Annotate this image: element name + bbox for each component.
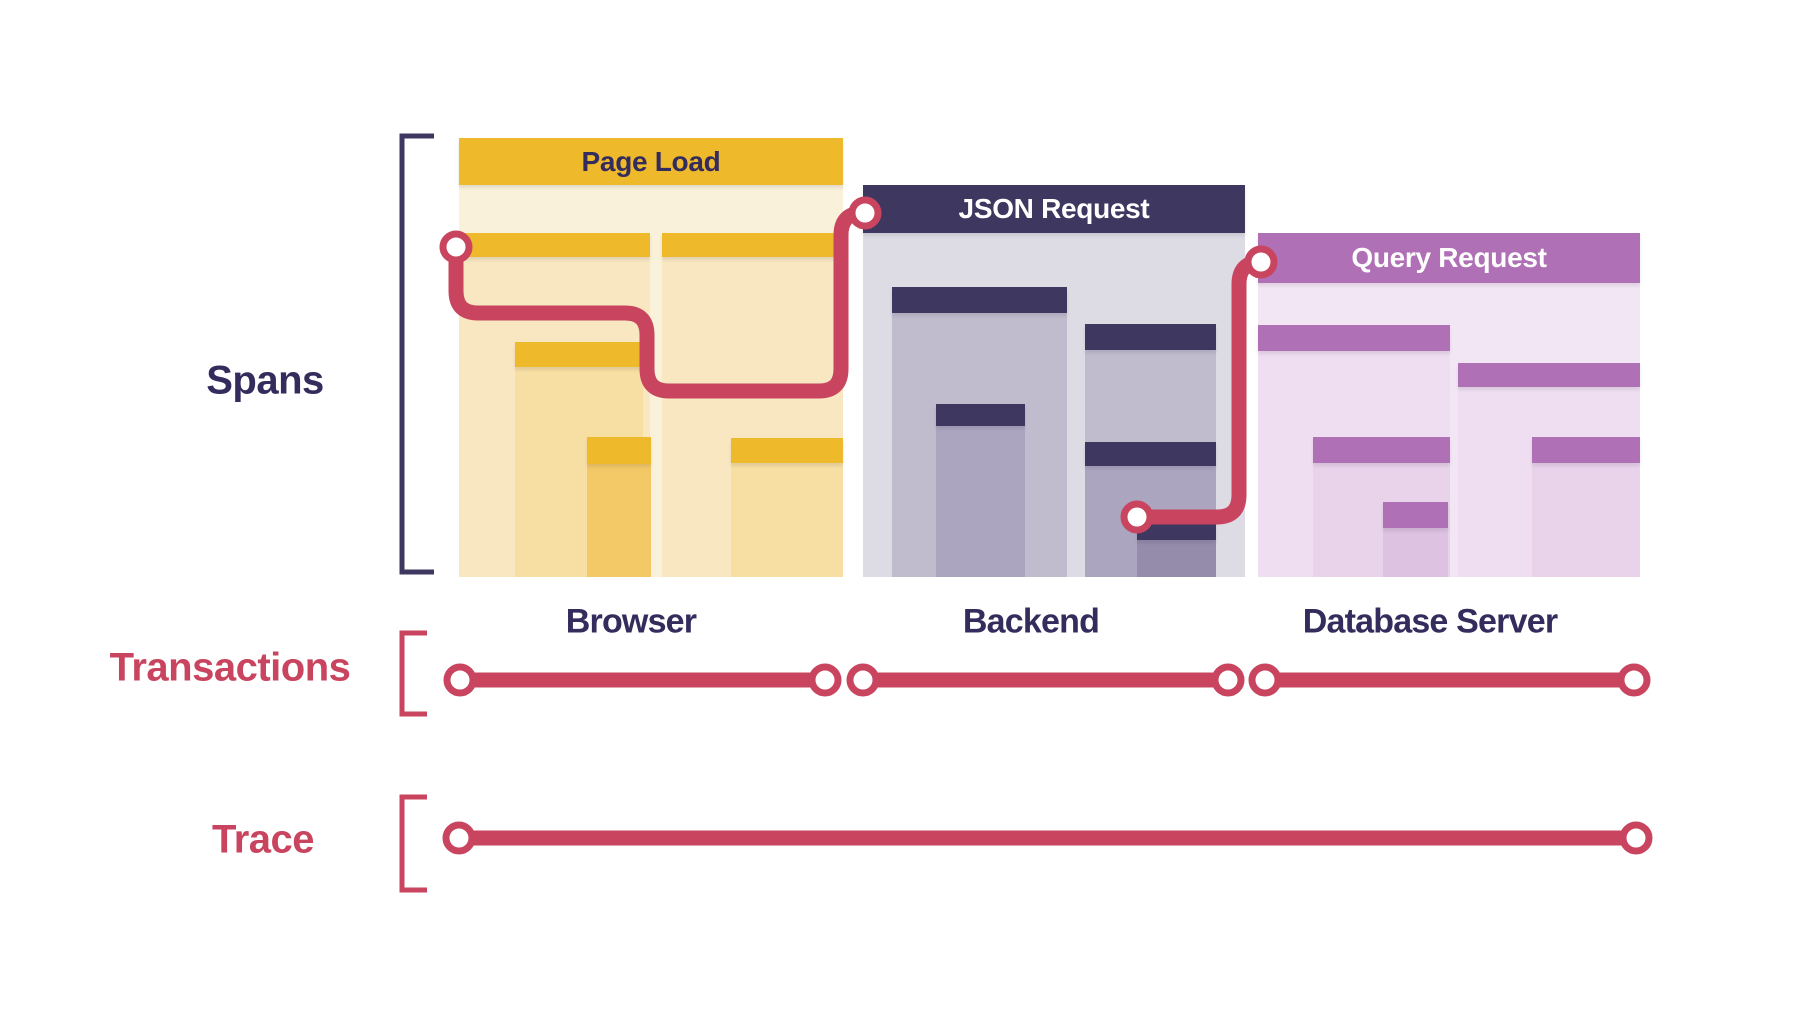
browser-child-span <box>731 438 843 577</box>
query-request-title: Query Request <box>1351 242 1547 273</box>
database-span-header <box>1258 325 1450 351</box>
page-load-start-dot <box>439 230 473 264</box>
backend-child-span <box>936 404 1025 577</box>
transaction-endpoint-dot <box>443 663 477 697</box>
backend-span-header <box>1085 324 1216 350</box>
transaction-endpoint-dot <box>808 663 842 697</box>
page-load-header: Page Load <box>459 138 843 185</box>
backend-span-dot <box>1120 500 1154 534</box>
database-grandchild-span <box>1383 502 1448 577</box>
browser-span-header <box>587 437 651 464</box>
backend-span-header <box>892 287 1067 313</box>
browser-trace-path <box>448 205 873 399</box>
transaction-endpoint-dot <box>1211 663 1245 697</box>
browser-span-header <box>459 233 650 257</box>
browser-span-header <box>662 233 843 257</box>
backend-transaction-block: JSON Request <box>863 185 1245 577</box>
database-span-header <box>1383 502 1448 528</box>
query-request-header: Query Request <box>1258 233 1640 283</box>
browser-span-header <box>515 342 643 367</box>
page-load-title: Page Load <box>581 145 721 177</box>
json-request-header: JSON Request <box>863 185 1245 233</box>
database-child-span <box>1532 437 1640 577</box>
spans-row-label: Spans <box>206 358 324 403</box>
json-request-title: JSON Request <box>958 193 1150 224</box>
database-service-label: Database Server <box>1302 602 1558 641</box>
backend-service-label: Backend <box>962 602 1100 641</box>
backend-to-database-trace-path <box>1129 254 1269 525</box>
transactions-row-label: Transactions <box>109 645 351 690</box>
transaction-endpoint-dot <box>1617 663 1651 697</box>
database-transaction-block: Query Request <box>1258 233 1640 577</box>
trace-endpoint-dot <box>442 821 476 855</box>
database-span-header <box>1458 363 1640 387</box>
trace-bracket <box>399 794 427 893</box>
database-span-header <box>1313 437 1450 463</box>
trace-row-label: Trace <box>211 817 315 862</box>
spans-bracket <box>399 133 434 575</box>
transaction-endpoint-dot <box>1248 663 1282 697</box>
database-span-header <box>1532 437 1640 463</box>
transactions-bracket <box>399 630 427 717</box>
backend-span-header <box>1085 442 1216 466</box>
json-request-start-dot <box>848 196 882 230</box>
browser-grandchild-span <box>587 437 651 577</box>
backend-span-header <box>936 404 1025 426</box>
browser-transaction-block: Page Load <box>459 138 843 577</box>
browser-service-label: Browser <box>565 602 697 641</box>
trace-endpoint-dot <box>1619 821 1653 855</box>
transaction-endpoint-dot <box>846 663 880 697</box>
browser-span-header <box>731 438 843 463</box>
query-request-start-dot <box>1244 245 1278 279</box>
